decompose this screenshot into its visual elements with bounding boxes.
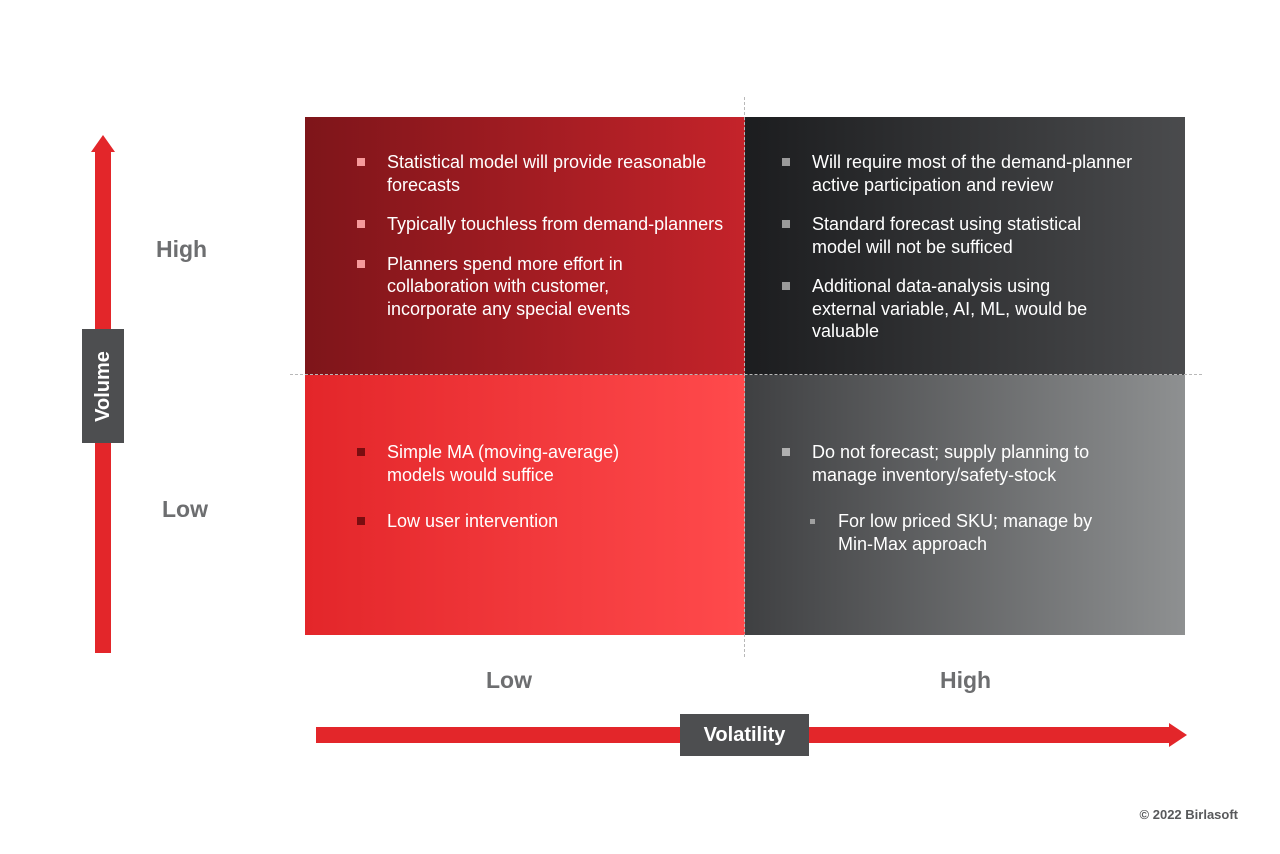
bullet-icon [357,517,365,525]
y-low-label: Low [162,496,208,522]
list-item: Will require most of the demand-planner … [782,151,1172,196]
bullet-text: Will require most of the demand-planner … [812,152,1133,195]
bullet-text: Typically touchless from demand-planners [387,214,724,234]
quadrant-low-volume-low-volatility: Simple MA (moving-average) models would … [305,375,745,635]
x-low-label: Low [486,667,532,693]
bullet-text: Do not forecast; supply planning to mana… [812,442,1090,485]
bullet-icon [357,220,365,228]
volume-axis-label: Volume [82,329,124,443]
list-item: Planners spend more effort in collaborat… [357,253,677,321]
volatility-axis-label: Volatility [680,714,809,756]
bullet-icon [357,158,365,166]
bullet-text: For low priced SKU; manage by Min-Max ap… [838,511,1093,554]
quadrant-high-volume-high-volatility: Will require most of the demand-planner … [745,117,1185,375]
list-item: Standard forecast using statistical mode… [782,213,1132,258]
bullet-icon [357,448,365,456]
bullet-icon [782,220,790,228]
bullet-text: Standard forecast using statistical mode… [812,214,1082,257]
bullet-text: Low user intervention [387,511,559,531]
bullet-text: Planners spend more effort in collaborat… [387,253,631,319]
bullet-text: Additional data-analysis using external … [812,276,1088,341]
list-item: Typically touchless from demand-planners [357,213,745,236]
bullet-text: Statistical model will provide reasonabl… [387,152,707,195]
list-item: Simple MA (moving-average) models would … [357,441,657,486]
vertical-divider [744,97,745,657]
bullet-icon [810,519,815,524]
list-item: Additional data-analysis using external … [782,275,1112,343]
list-item: Do not forecast; supply planning to mana… [782,441,1142,486]
bullet-text: Simple MA (moving-average) models would … [387,442,620,485]
list-item: Statistical model will provide reasonabl… [357,151,745,196]
bullet-icon [357,259,365,268]
y-high-label: High [156,236,208,262]
quadrant-high-volume-low-volatility: Statistical model will provide reasonabl… [305,117,745,375]
x-high-label: High [940,667,992,693]
list-item: Low user intervention [357,510,657,533]
bullet-icon [782,158,790,166]
quadrant-low-volume-high-volatility: Do not forecast; supply planning to mana… [745,375,1185,635]
bullet-icon [782,448,790,456]
copyright: © 2022 Birlasoft [1139,807,1238,822]
horizontal-divider [290,374,1202,375]
bullet-icon [782,282,790,290]
sub-list-item: For low priced SKU; manage by Min-Max ap… [810,510,1098,555]
